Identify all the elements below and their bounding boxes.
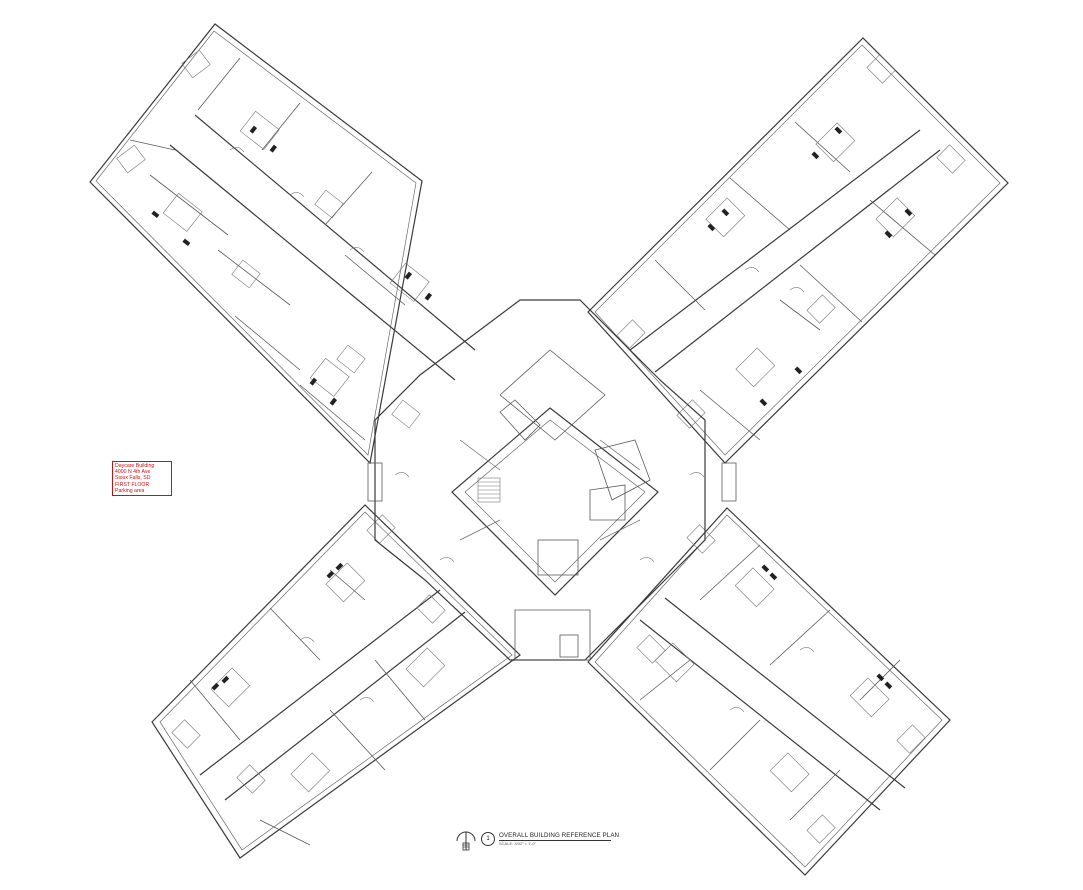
note-line-2: 4000 N 4th Ave [115, 469, 151, 476]
drawing-scale: SCALE: 3/32" = 1'-0" [499, 841, 537, 846]
site-note-box: Daycare Building 4000 N 4th Ave Sioux Fa… [112, 461, 172, 496]
note-line-5: Parking area [115, 487, 145, 494]
drawing-number: 1 [481, 832, 495, 846]
wing-southwest [151, 504, 521, 859]
wing-northwest [89, 23, 476, 465]
wing-southeast [587, 507, 951, 876]
title-underline [499, 840, 611, 841]
note-line-4: FIRST FLOOR [115, 481, 150, 488]
drawing-title-block: 1 OVERALL BUILDING REFERENCE PLAN SCALE:… [455, 827, 625, 857]
north-arrow-icon [456, 831, 476, 851]
central-core [367, 299, 737, 661]
note-line-3: Sioux Falls, SD [115, 475, 151, 482]
note-line-1: Daycare Building [115, 463, 155, 469]
drawing-title: OVERALL BUILDING REFERENCE PLAN [499, 832, 620, 839]
wing-northeast [587, 37, 1009, 464]
